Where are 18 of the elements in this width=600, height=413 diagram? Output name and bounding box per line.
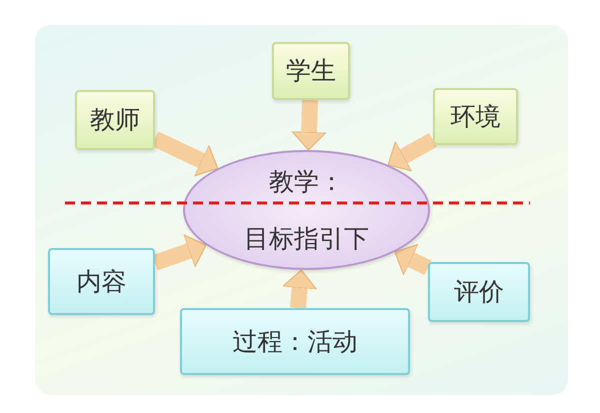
- text-box: [180, 308, 410, 375]
- block-arrow: [292, 100, 327, 150]
- text-box: [433, 88, 518, 145]
- node-text: 教师: [90, 105, 140, 135]
- block-arrow: [282, 269, 318, 309]
- text-box: [75, 90, 155, 150]
- node-text: 环境: [450, 102, 500, 132]
- node-text: 评价: [454, 277, 504, 307]
- node-text: 目标指引下: [244, 223, 369, 255]
- text-box: [428, 262, 530, 322]
- text-box: [272, 42, 350, 100]
- text-box: [48, 248, 155, 315]
- node-text: 教学：: [269, 166, 344, 198]
- block-arrow: [388, 133, 437, 172]
- node-text: 内容: [76, 266, 126, 296]
- block-arrow: [394, 244, 432, 276]
- node-text: 学生: [286, 56, 336, 86]
- node-text: 过程：活动: [232, 326, 358, 356]
